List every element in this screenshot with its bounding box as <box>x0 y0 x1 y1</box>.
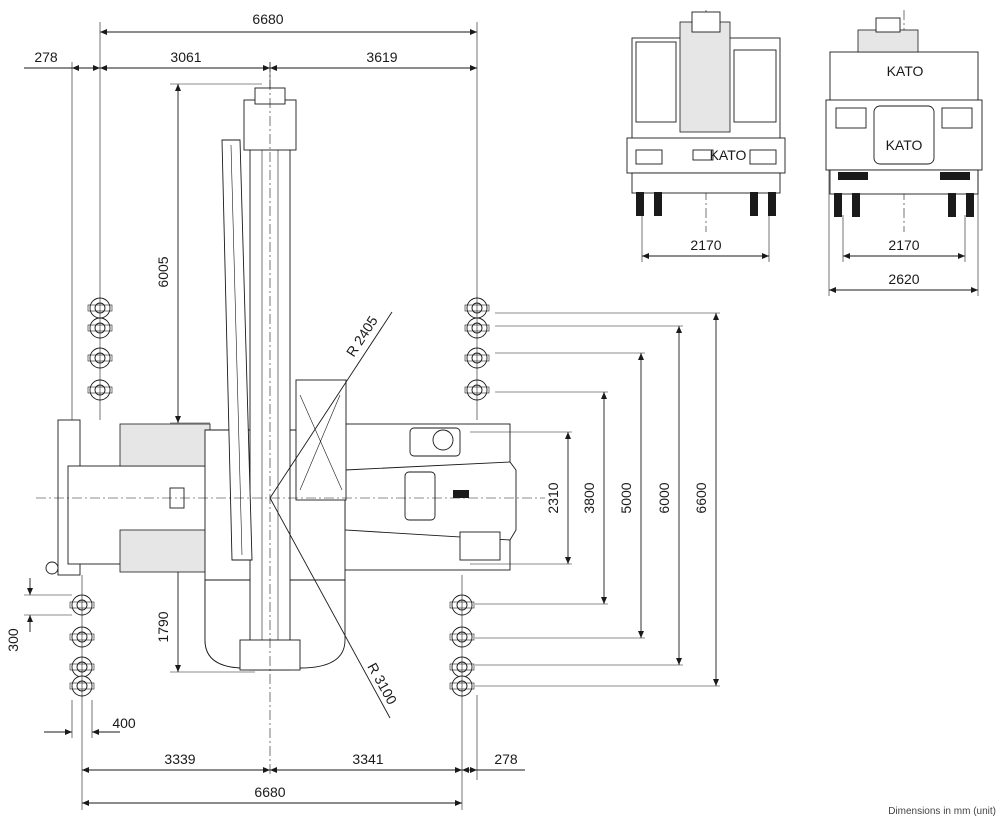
cab-end-view: KATO 2170 <box>626 10 786 262</box>
dim-spread-2310: 2310 <box>545 482 561 513</box>
dim-boom-to-right: 3619 <box>366 49 397 65</box>
cab-end-brand: KATO <box>710 147 747 163</box>
dim-rear-track: 2170 <box>888 237 919 253</box>
jib <box>221 139 253 561</box>
dim-right-offset-bottom: 278 <box>494 751 518 767</box>
dim-left-bottom: 3339 <box>164 751 195 767</box>
dim-pad-step: 300 <box>5 628 21 652</box>
rear-plate-brand: KATO <box>886 137 923 153</box>
rear-end-brand: KATO <box>887 63 924 79</box>
dim-rear-length: 1790 <box>155 611 171 642</box>
dim-radius-rear: R 3100 <box>364 660 400 707</box>
dim-spread-3800: 3800 <box>581 482 597 513</box>
rear-end-upper <box>829 51 979 103</box>
dim-spread-6600: 6600 <box>693 482 709 513</box>
dim-pad-width: 400 <box>112 715 136 731</box>
dim-overall-bottom: 6680 <box>254 784 285 800</box>
dim-spread-5000: 5000 <box>618 482 634 513</box>
dim-overall-width: 2620 <box>888 271 919 287</box>
dim-radius-front: R 2405 <box>343 313 381 360</box>
footnote: Dimensions in mm (unit) <box>888 806 996 817</box>
dim-cab-end-track: 2170 <box>690 237 721 253</box>
dim-spread-6000: 6000 <box>656 482 672 513</box>
rear-end-view: KATO KATO 2170 2620 <box>825 10 983 296</box>
dim-boom-front: 6005 <box>155 256 171 287</box>
dim-right-bottom: 3341 <box>352 751 383 767</box>
dim-left-offset-top: 278 <box>34 49 58 65</box>
dim-overall-top: 6680 <box>252 11 283 27</box>
dim-left-to-boom: 3061 <box>170 49 201 65</box>
top-view: 6680 278 3061 3619 6005 1790 <box>5 11 720 810</box>
